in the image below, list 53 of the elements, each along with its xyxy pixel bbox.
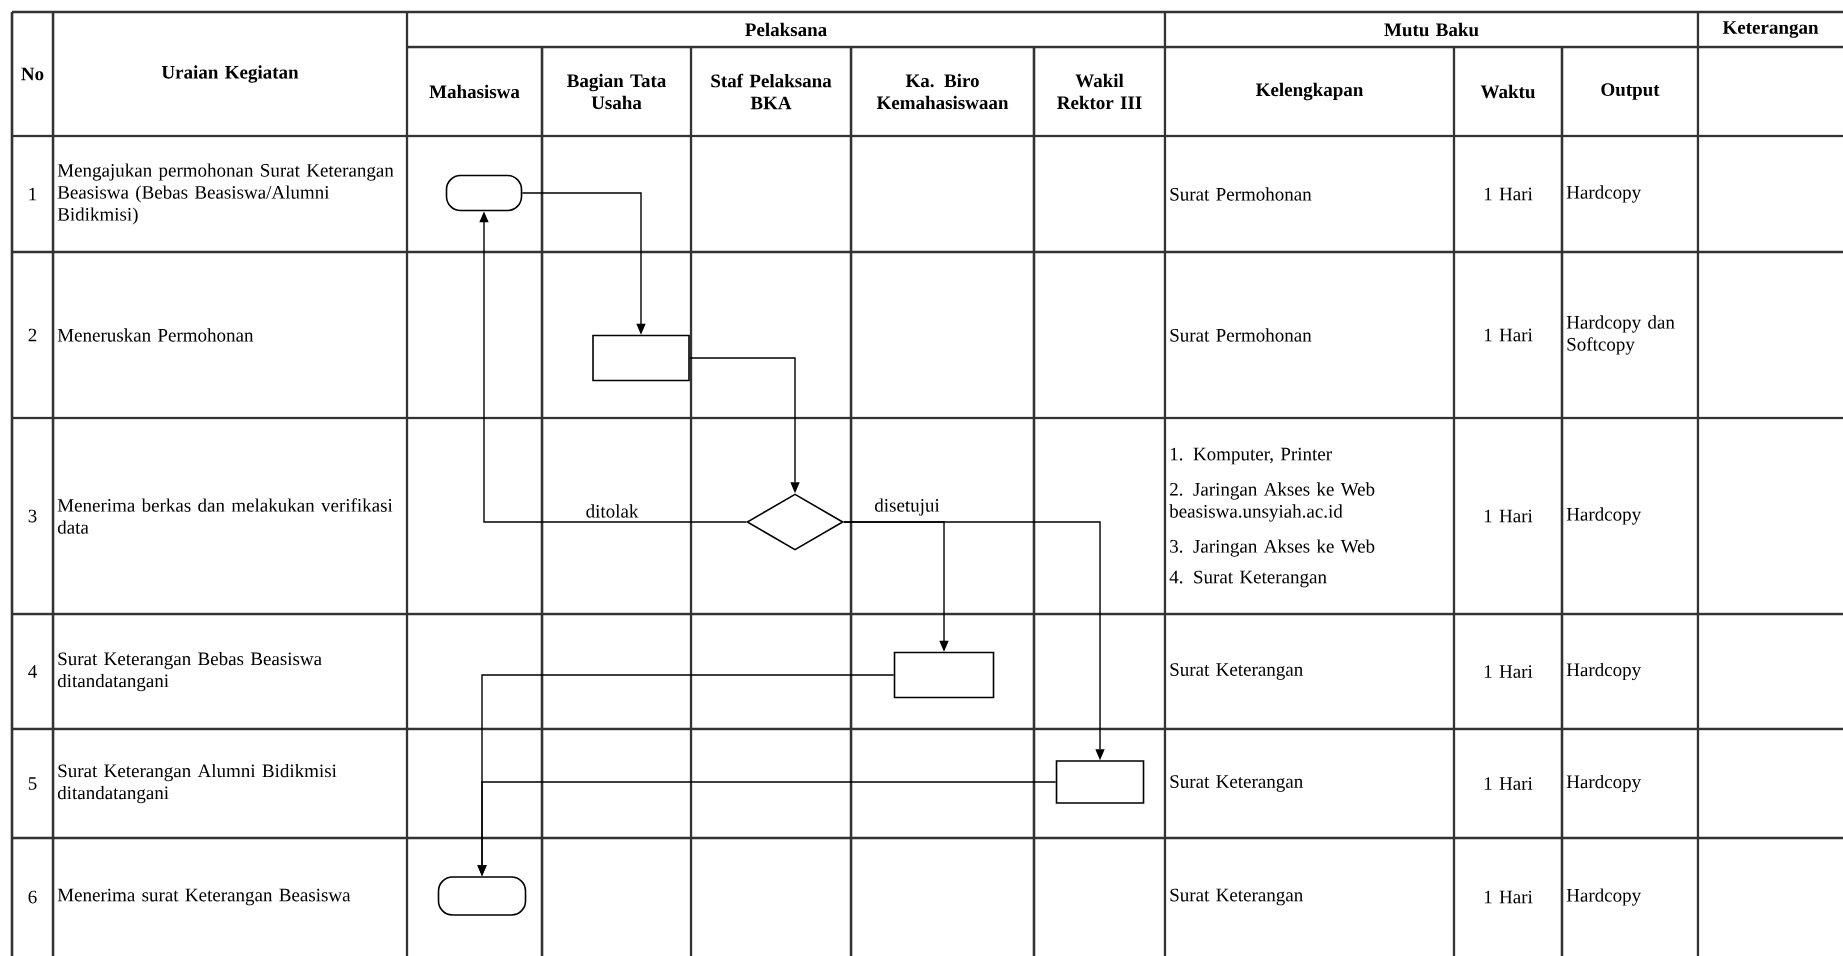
column-header: Uraian Kegiatan: [161, 65, 299, 83]
column-header: Keterangan: [1722, 21, 1819, 38]
column-header: Mahasiswa: [429, 84, 520, 99]
list-item: 4. Surat Keterangan: [1169, 570, 1327, 588]
table-cell: Mengajukan permohonan Surat Keterangan Beasiswa (Bebas Beasiswa/Alumni Bidikmisi): [57, 163, 394, 225]
table-cell: Surat Permohonan: [1170, 187, 1312, 201]
table-cell: Surat Permohonan: [1170, 328, 1312, 342]
column-header: No: [21, 67, 44, 81]
table-cell: 1 Hari: [1484, 890, 1533, 904]
table-cell: Hardcopy dan Softcopy: [1566, 315, 1675, 355]
table-cell: Surat Keterangan Alumni Bidikmisi ditandatangani: [57, 763, 337, 804]
table-cell: Surat Keterangan Bebas Beasiswa ditandatangani: [57, 651, 322, 692]
table-cell: 3: [28, 509, 37, 523]
table-cell: 1: [29, 187, 37, 201]
terminal-shape: [437, 876, 527, 916]
table-cell: 1 Hari: [1484, 665, 1533, 678]
list-item: 2. Jaringan Akses ke Web beasiswa.unsyiah.ac.id: [1169, 482, 1375, 522]
table-cell: Hardcopy: [1566, 774, 1642, 793]
column-header: Wakil Rektor III: [1057, 73, 1142, 110]
process-box: [893, 651, 995, 699]
table-cell: Menerima surat Keterangan Beasiswa: [57, 888, 351, 906]
column-header: Ka. Biro Kemahasiswaan: [876, 73, 1009, 110]
process-box: [1055, 760, 1145, 804]
terminal-shape: [445, 174, 523, 212]
column-header: Kelengkapan: [1256, 82, 1364, 101]
table-cell: 1 Hari: [1484, 328, 1533, 342]
list-item: 1. Komputer, Printer: [1170, 447, 1332, 465]
table-cell: 1 Hari: [1484, 187, 1533, 201]
table-cell: Hardcopy: [1566, 888, 1642, 906]
column-header: Mutu Baku: [1384, 22, 1479, 37]
table-cell: 2: [28, 328, 37, 342]
table-cell: Surat Keterangan: [1170, 888, 1303, 906]
edge-label: ditolak: [584, 503, 640, 519]
table-cell: 5: [28, 777, 37, 790]
table-cell: 1 Hari: [1484, 509, 1533, 523]
table-cell: 6: [28, 890, 37, 904]
table-cell: Hardcopy: [1566, 507, 1642, 525]
table-cell: Hardcopy: [1566, 662, 1642, 681]
column-header: Staf Pelaksana BKA: [711, 73, 832, 110]
process-box: [592, 334, 690, 382]
table-cell: 4: [28, 665, 37, 678]
table-cell: Hardcopy: [1566, 185, 1642, 203]
table-cell: Menerima berkas dan melakukan verifikasi data: [57, 498, 393, 534]
table-cell: 1 Hari: [1484, 777, 1533, 790]
column-header: Output: [1601, 83, 1660, 100]
edge-label: disetujui: [873, 497, 941, 517]
table-cell: Meneruskan Permohonan: [57, 328, 254, 342]
list-item: 3. Jaringan Akses ke Web: [1170, 539, 1375, 557]
column-header: Pelaksana: [745, 22, 827, 37]
column-header: Bagian Tata Usaha: [567, 73, 667, 110]
column-header: Waktu: [1480, 84, 1535, 99]
table-cell: Surat Keterangan: [1170, 663, 1303, 680]
table-cell: Surat Keterangan: [1170, 775, 1303, 792]
